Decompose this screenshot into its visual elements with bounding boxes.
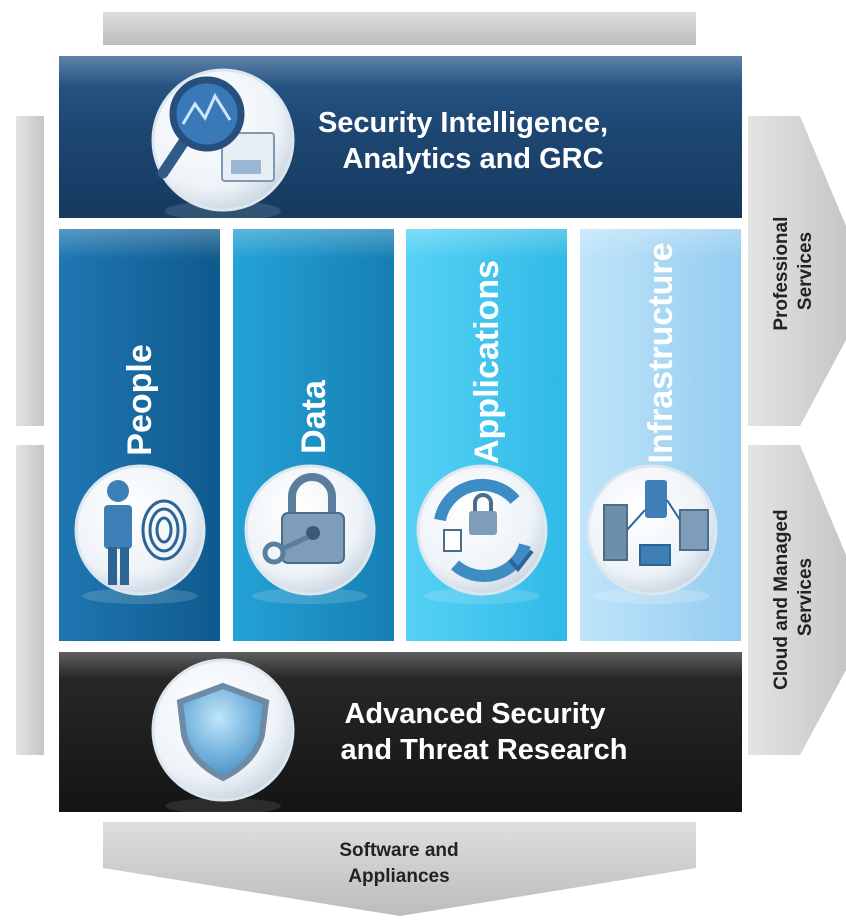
pillar-applications-label: Applications	[468, 260, 506, 464]
cloud-managed-services-label-line2: Services	[795, 558, 816, 636]
pillar-data-label: Data	[295, 379, 333, 454]
pillar-data: Data	[233, 229, 394, 641]
software-appliances-label-line2: Appliances	[348, 866, 449, 887]
security-intelligence-title-line2: Analytics and GRC	[342, 143, 603, 175]
software-appliances-label-line1: Software and	[339, 840, 458, 861]
shield-icon	[151, 658, 295, 814]
cloud-managed-services-arrow	[748, 445, 846, 755]
magnifier-analytics-icon	[151, 68, 295, 221]
left-frame-bar-upper	[16, 116, 44, 426]
padlock-key-icon	[244, 464, 376, 604]
servers-network-icon	[586, 464, 718, 604]
lock-cycle-icon	[416, 464, 548, 604]
svg-text:Professional Services: Professional Services	[771, 211, 816, 330]
professional-services-label-line2: Services	[795, 232, 816, 310]
security-intelligence-title-line1: Security Intelligence,	[318, 107, 608, 139]
cloud-managed-services-label-line1: Cloud and Managed	[771, 509, 792, 690]
pillar-people-label: People	[121, 344, 159, 455]
pillar-people: People	[59, 229, 220, 641]
svg-text:Cloud and Managed Services: Cloud and Managed Services	[771, 504, 816, 690]
pillar-infrastructure-label: Infrastructure	[642, 242, 680, 463]
pillar-applications: Applications	[406, 229, 567, 641]
advanced-security-title-line2: and Threat Research	[341, 734, 628, 766]
professional-services-arrow	[748, 116, 846, 426]
person-fingerprint-icon	[74, 464, 206, 604]
software-appliances-arrow	[103, 822, 696, 916]
professional-services-label-line1: Professional	[771, 217, 792, 331]
top-frame-bar	[103, 12, 696, 45]
left-frame-bar-lower	[16, 445, 44, 755]
pillar-infrastructure: Infrastructure	[580, 229, 741, 641]
advanced-security-title-line1: Advanced Security	[344, 698, 605, 730]
